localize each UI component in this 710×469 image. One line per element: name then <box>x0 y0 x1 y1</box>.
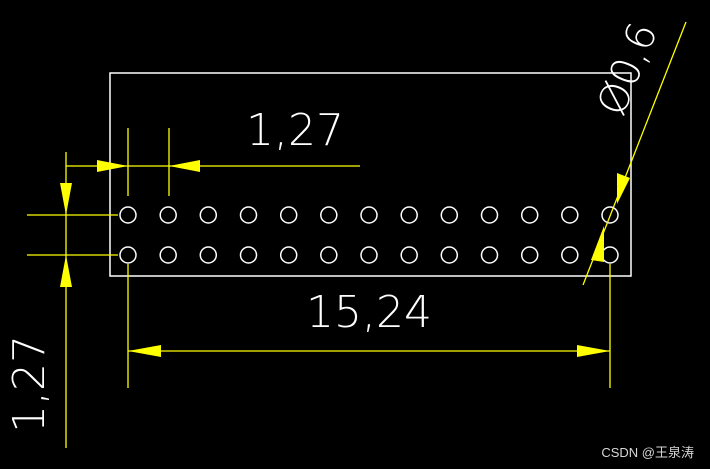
pad-hole <box>159 246 177 264</box>
dimension-pitch-vertical <box>27 152 118 448</box>
pad-hole <box>601 246 619 264</box>
pad-hole <box>119 246 137 264</box>
pad-hole <box>400 246 418 264</box>
pad-hole <box>561 206 579 224</box>
arrowhead <box>617 173 630 204</box>
arrowhead <box>169 160 200 172</box>
pad-hole <box>279 246 298 264</box>
arrowhead <box>128 345 161 357</box>
pad-grid <box>119 206 619 264</box>
dim-text-span: 15,24 <box>306 287 432 338</box>
dim-text-pad-diameter: Ø0,6 <box>589 16 667 121</box>
pad-hole <box>119 206 137 224</box>
arrowhead <box>591 226 604 262</box>
pad-hole <box>360 206 378 224</box>
pad-hole <box>601 206 619 224</box>
dim-text-pitch-horizontal: 1,27 <box>246 105 344 156</box>
pad-hole <box>320 246 338 264</box>
dimension-pitch-horizontal <box>66 128 360 196</box>
arrowhead <box>577 345 610 357</box>
arrowhead <box>60 255 72 287</box>
pad-hole <box>320 206 338 224</box>
arrowhead <box>97 160 128 172</box>
pad-hole <box>199 246 218 264</box>
dimension-pad-diameter <box>582 21 687 286</box>
pad-hole <box>239 246 258 264</box>
pad-hole <box>520 206 539 224</box>
dim-text-pitch-vertical: 1,27 <box>4 335 55 433</box>
pad-hole <box>440 246 459 264</box>
watermark: CSDN @王泉涛 <box>601 445 694 460</box>
pad-hole <box>520 246 539 264</box>
pad-hole <box>561 246 579 264</box>
pad-hole <box>279 206 298 224</box>
arrowhead <box>60 183 72 215</box>
pad-hole <box>199 206 218 224</box>
dimension-span <box>127 264 611 388</box>
component-outline <box>109 72 632 277</box>
pad-hole <box>239 206 258 224</box>
pad-hole <box>480 206 499 224</box>
pad-hole <box>360 246 378 264</box>
pad-hole <box>440 206 459 224</box>
pad-hole <box>400 206 418 224</box>
pad-hole <box>480 246 499 264</box>
pad-hole <box>159 206 177 224</box>
